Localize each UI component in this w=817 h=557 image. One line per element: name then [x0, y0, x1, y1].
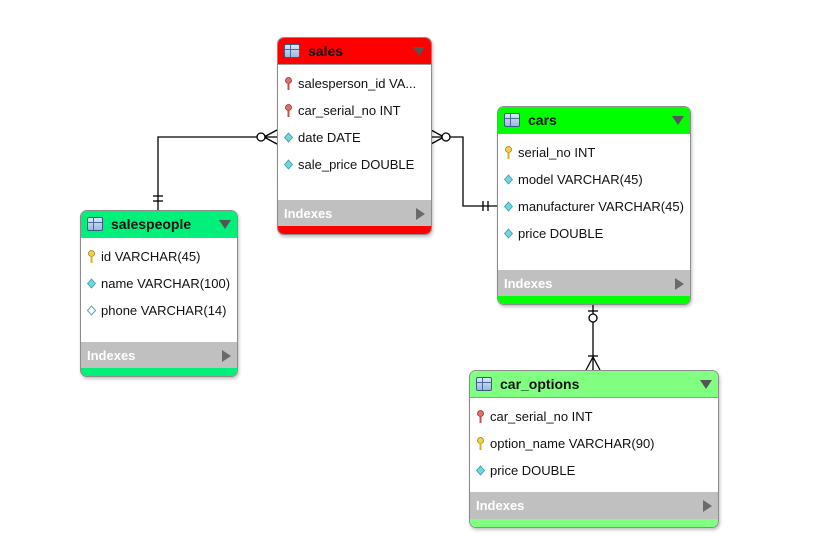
- indexes-bar[interactable]: Indexes: [81, 342, 237, 369]
- table-footer: [81, 368, 237, 376]
- primary-key-icon: [505, 146, 512, 159]
- indexes-label: Indexes: [476, 498, 525, 513]
- column-label: serial_no INT: [518, 145, 596, 160]
- column-diamond-icon: [284, 159, 293, 170]
- table-car-options[interactable]: car_options car_serial_no INT option_nam…: [469, 370, 719, 528]
- collapse-arrow-icon[interactable]: [413, 46, 425, 56]
- column-label: price DOUBLE: [518, 226, 604, 241]
- crowfoot-mark: [263, 129, 278, 138]
- expand-arrow-icon[interactable]: [675, 277, 684, 290]
- collapse-arrow-icon[interactable]: [672, 115, 684, 125]
- column-row[interactable]: name VARCHAR(100): [81, 270, 237, 297]
- indexes-label: Indexes: [284, 206, 333, 221]
- indexes-label: Indexes: [87, 348, 136, 363]
- collapse-arrow-icon[interactable]: [700, 379, 712, 389]
- table-icon: [504, 113, 520, 127]
- indexes-label: Indexes: [504, 276, 553, 291]
- column-row[interactable]: price DOUBLE: [470, 457, 718, 484]
- column-diamond-icon: [504, 201, 513, 212]
- table-icon: [87, 217, 103, 231]
- column-row[interactable]: model VARCHAR(45): [498, 166, 690, 193]
- table-title: salespeople: [111, 216, 192, 232]
- column-label: date DATE: [298, 130, 361, 145]
- column-label: manufacturer VARCHAR(45): [518, 199, 684, 214]
- table-header[interactable]: cars: [498, 107, 690, 134]
- crowfoot-mark: [263, 136, 278, 145]
- crowfoot-mark: [585, 356, 594, 371]
- expand-arrow-icon[interactable]: [416, 207, 425, 220]
- column-diamond-icon: [504, 174, 513, 185]
- table-header[interactable]: salespeople: [81, 211, 237, 238]
- optional-circle-mark: [588, 313, 598, 323]
- primary-key-icon: [88, 250, 95, 263]
- foreign-key-icon: [477, 410, 484, 423]
- foreign-key-icon: [285, 77, 292, 90]
- column-label: sale_price DOUBLE: [298, 157, 415, 172]
- column-row[interactable]: option_name VARCHAR(90): [470, 430, 718, 457]
- table-icon: [476, 377, 492, 391]
- column-row[interactable]: car_serial_no INT: [278, 97, 431, 124]
- column-label: model VARCHAR(45): [518, 172, 643, 187]
- column-row[interactable]: date DATE: [278, 124, 431, 151]
- primary-key-icon: [477, 437, 484, 450]
- optional-circle-mark: [256, 132, 266, 142]
- table-title: cars: [528, 112, 557, 128]
- table-header[interactable]: sales: [278, 38, 431, 65]
- optional-circle-mark: [441, 132, 451, 142]
- column-label: price DOUBLE: [490, 463, 576, 478]
- column-label: car_serial_no INT: [490, 409, 593, 424]
- table-title: sales: [308, 43, 344, 59]
- table-salespeople[interactable]: salespeople id VARCHAR(45) name VARCHAR(…: [80, 210, 238, 377]
- column-label: phone VARCHAR(14): [101, 303, 227, 318]
- column-row[interactable]: serial_no INT: [498, 139, 690, 166]
- nullable-diamond-icon: [87, 305, 96, 316]
- table-icon: [284, 44, 300, 58]
- relationship-sales-salespeople[interactable]: [157, 136, 277, 210]
- indexes-bar[interactable]: Indexes: [278, 200, 431, 227]
- column-diamond-icon: [476, 465, 485, 476]
- column-diamond-icon: [284, 132, 293, 143]
- column-label: name VARCHAR(100): [101, 276, 231, 291]
- column-label: car_serial_no INT: [298, 103, 401, 118]
- column-row[interactable]: manufacturer VARCHAR(45): [498, 193, 690, 220]
- crowfoot-mark: [592, 356, 601, 371]
- relationship-sales-cars[interactable]: [431, 136, 497, 207]
- table-footer: [470, 519, 718, 527]
- table-footer: [278, 226, 431, 234]
- indexes-bar[interactable]: Indexes: [498, 270, 690, 297]
- column-diamond-icon: [504, 228, 513, 239]
- expand-arrow-icon[interactable]: [703, 499, 712, 512]
- expand-arrow-icon[interactable]: [222, 349, 231, 362]
- table-cars[interactable]: cars serial_no INT model VARCHAR(45) man…: [497, 106, 691, 305]
- column-row[interactable]: salesperson_id VA...: [278, 70, 431, 97]
- column-row[interactable]: car_serial_no INT: [470, 403, 718, 430]
- column-label: id VARCHAR(45): [101, 249, 201, 264]
- foreign-key-icon: [285, 104, 292, 117]
- column-label: salesperson_id VA...: [298, 76, 417, 91]
- table-header[interactable]: car_options: [470, 371, 718, 398]
- table-title: car_options: [500, 376, 580, 392]
- column-row[interactable]: sale_price DOUBLE: [278, 151, 431, 178]
- column-row[interactable]: phone VARCHAR(14): [81, 297, 237, 324]
- column-row[interactable]: price DOUBLE: [498, 220, 690, 247]
- column-label: option_name VARCHAR(90): [490, 436, 655, 451]
- table-sales[interactable]: sales salesperson_id VA... car_serial_no…: [277, 37, 432, 235]
- collapse-arrow-icon[interactable]: [219, 219, 231, 229]
- column-diamond-icon: [87, 278, 96, 289]
- column-row[interactable]: id VARCHAR(45): [81, 243, 237, 270]
- indexes-bar[interactable]: Indexes: [470, 492, 718, 519]
- table-footer: [498, 296, 690, 304]
